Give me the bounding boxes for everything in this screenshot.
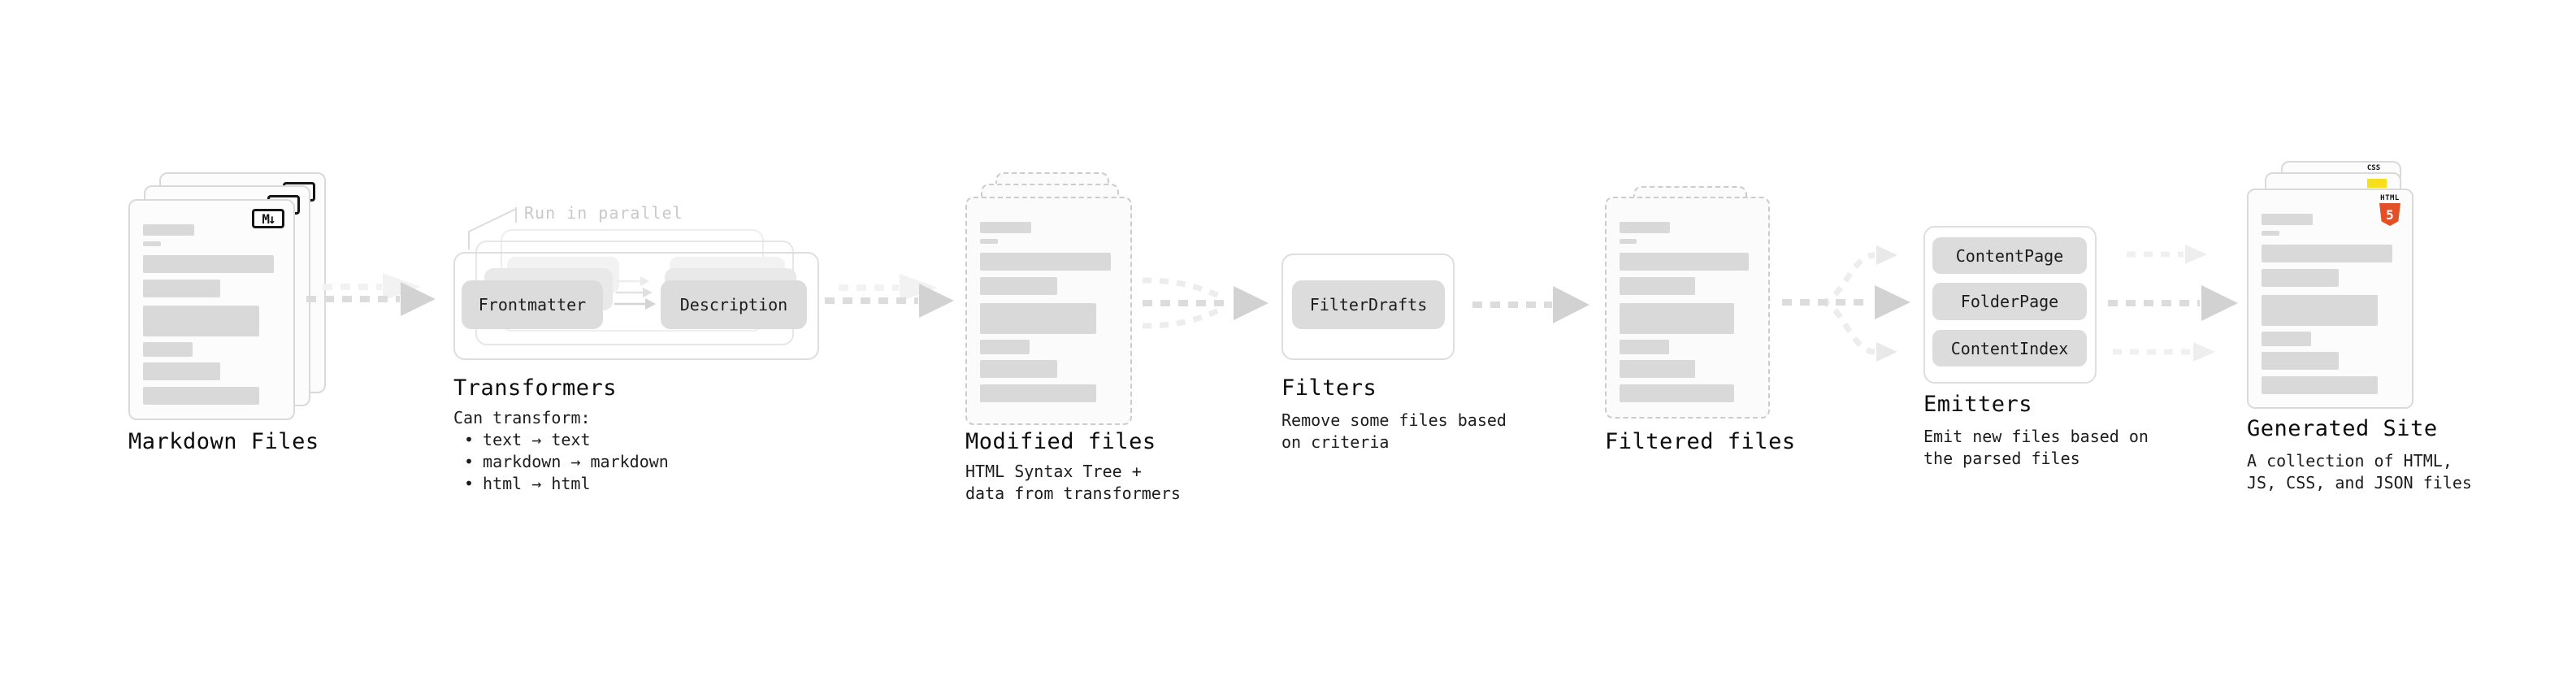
- desc-line: A collection of HTML,: [2247, 451, 2452, 471]
- file-content-bars: [1620, 222, 1753, 402]
- desc-line: HTML Syntax Tree +: [965, 462, 1142, 481]
- bullet-dot: •: [464, 474, 475, 493]
- desc-line: the parsed files: [1923, 449, 2080, 468]
- converging-arrow-modified-to-filters: [1142, 277, 1268, 329]
- emitters-description: Emit new files based on the parsed files: [1923, 426, 2149, 470]
- html5-number: 5: [2386, 206, 2394, 223]
- generated-html-file-card: HTML 5: [2247, 189, 2413, 409]
- contentindex-chip: ContentIndex: [1932, 330, 2087, 367]
- folderpage-chip: FolderPage: [1932, 283, 2087, 320]
- stage-title-generated-site: Generated Site: [2247, 416, 2438, 441]
- stage-title-markdown-files: Markdown Files: [128, 429, 319, 454]
- modified-files-description: HTML Syntax Tree + data from transformer…: [965, 461, 1181, 505]
- filters-description: Remove some files based on criteria: [1281, 410, 1507, 453]
- desc-line: JS, CSS, and JSON files: [2247, 473, 2472, 492]
- dashed-arrow-filters-to-filtered: [1472, 286, 1589, 323]
- stage-title-emitters: Emitters: [1923, 392, 2033, 417]
- markdown-file-card: M↓: [128, 199, 295, 420]
- stage-title-modified-files: Modified files: [965, 429, 1156, 454]
- description-chip: Description: [661, 280, 807, 329]
- dashed-arrow-transformers-to-modified: [825, 274, 954, 318]
- file-content-bars: [980, 222, 1115, 402]
- transformer-box-front: [453, 252, 819, 360]
- markdown-icon: M↓: [252, 209, 284, 228]
- bullet-dot: •: [464, 430, 475, 449]
- bullet-text: html → html: [483, 474, 591, 493]
- can-transform-label: Can transform:: [453, 408, 591, 427]
- bullet-text: markdown → markdown: [483, 452, 669, 471]
- stage-title-transformers: Transformers: [453, 375, 618, 401]
- run-in-parallel-annotation: Run in parallel: [524, 203, 683, 223]
- filterdrafts-chip: FilterDrafts: [1292, 280, 1445, 329]
- annotation-leader-line: [468, 207, 517, 249]
- desc-line: data from transformers: [965, 484, 1181, 503]
- frontmatter-chip: Frontmatter: [462, 280, 603, 329]
- stage-title-filtered-files: Filtered files: [1605, 429, 1796, 454]
- dashed-arrow-markdown-to-transformers: [306, 273, 436, 316]
- modified-file-card: [965, 197, 1132, 425]
- bullet-text: text → text: [483, 430, 591, 449]
- filtered-file-card: [1605, 197, 1770, 419]
- js-icon: [2367, 179, 2387, 188]
- bullet-dot: •: [464, 452, 475, 471]
- diverging-arrow-filtered-to-emitters: [1782, 245, 1910, 362]
- emitters-box: [1923, 226, 2097, 384]
- transform-bullet: • html → html: [453, 473, 669, 495]
- filters-box: [1281, 254, 1455, 360]
- parallel-arrows-emitters-to-generated: [2108, 245, 2238, 362]
- transform-bullet: • text → text: [453, 429, 669, 451]
- chip-to-chip-arrows: [614, 276, 656, 310]
- transformers-description: Can transform: • text → text • markdown …: [453, 407, 669, 495]
- file-content-bars: [143, 224, 278, 405]
- desc-line: on criteria: [1281, 432, 1390, 452]
- contentpage-chip: ContentPage: [1932, 237, 2087, 274]
- file-content-bars: [2262, 214, 2396, 394]
- html5-icon: HTML 5: [2379, 194, 2401, 226]
- stage-title-filters: Filters: [1281, 375, 1377, 401]
- generated-site-description: A collection of HTML, JS, CSS, and JSON …: [2247, 450, 2472, 494]
- desc-line: Remove some files based: [1281, 410, 1507, 430]
- transform-bullet: • markdown → markdown: [453, 451, 669, 473]
- desc-line: Emit new files based on: [1923, 427, 2149, 446]
